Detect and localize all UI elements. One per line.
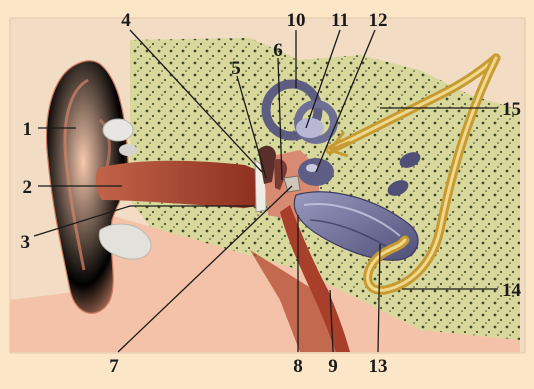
cartilage-mid [119,144,137,156]
callout-2: 2 [23,177,33,198]
callout-14: 14 [502,280,522,301]
callout-8: 8 [293,356,303,377]
callout-6: 6 [273,40,283,61]
callout-12: 12 [369,10,388,31]
cartilage-upper [103,119,133,141]
callout-4: 4 [121,10,131,31]
vestibule-highlight [296,118,324,138]
callout-3: 3 [21,232,31,253]
callout-13: 13 [369,356,388,377]
callout-11: 11 [331,10,349,31]
callout-1: 1 [23,119,33,140]
callout-15: 15 [502,99,521,120]
callout-10: 10 [287,10,306,31]
callout-9: 9 [328,356,338,377]
callout-7: 7 [109,356,119,377]
callout-5: 5 [231,58,241,79]
